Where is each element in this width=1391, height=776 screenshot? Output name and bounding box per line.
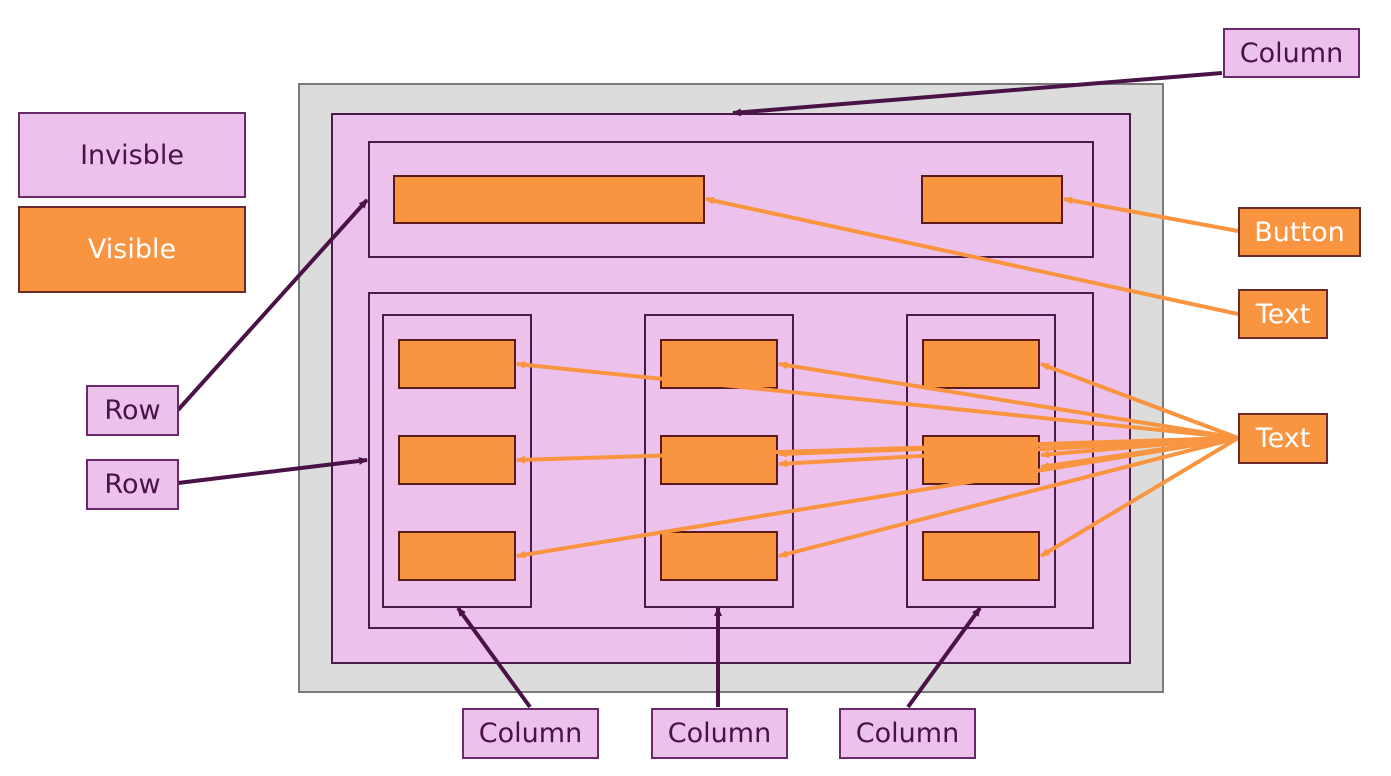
col2-text-3 (660, 531, 778, 581)
label-column-bottom-1: Column (462, 708, 599, 759)
col1-text-2 (398, 435, 516, 485)
label-column-bottom-2: Column (651, 708, 788, 759)
label-row-2: Row (86, 459, 179, 510)
label-text-middle: Text (1238, 413, 1328, 464)
col2-text-2 (660, 435, 778, 485)
legend-invisible: Invisble (18, 112, 246, 198)
top-text-block (393, 175, 705, 224)
col3-text-3 (922, 531, 1040, 581)
label-button: Button (1238, 207, 1361, 257)
legend-visible: Visible (18, 206, 246, 293)
label-column-bottom-3: Column (839, 708, 976, 759)
col1-text-1 (398, 339, 516, 389)
col3-text-1 (922, 339, 1040, 389)
col3-text-2 (922, 435, 1040, 485)
col2-text-1 (660, 339, 778, 389)
label-row-1: Row (86, 385, 179, 436)
col1-text-3 (398, 531, 516, 581)
label-text-top: Text (1238, 289, 1328, 339)
top-button-block (921, 175, 1063, 224)
label-column-top: Column (1223, 28, 1360, 78)
